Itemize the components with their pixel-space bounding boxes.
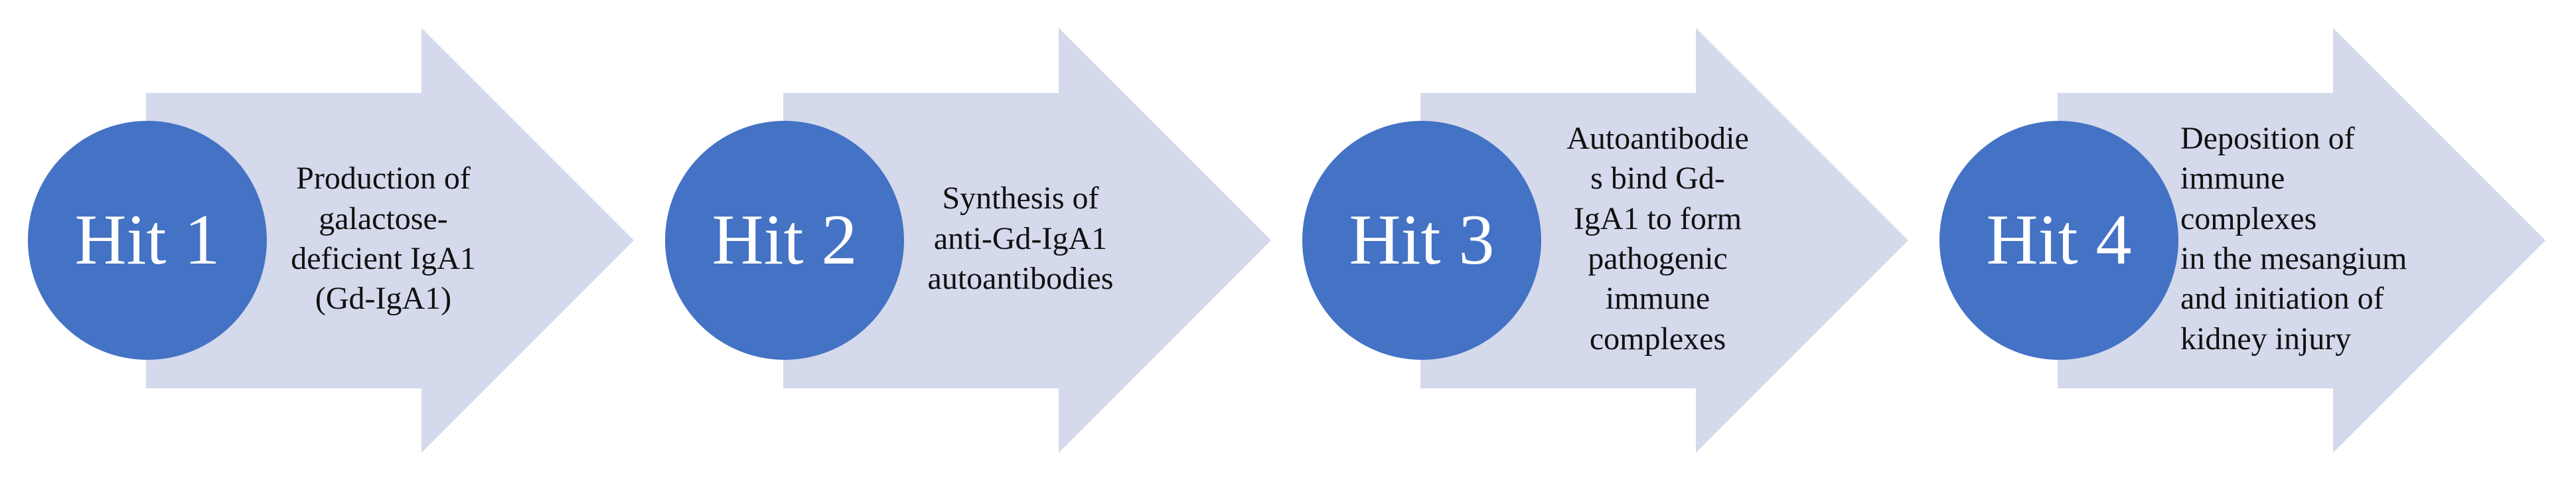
step-hit-1: Hit 1 Production of galactose- deficient… (0, 0, 637, 480)
hit-1-label: Hit 1 (74, 200, 220, 280)
hit-2-label: Hit 2 (712, 200, 858, 280)
hit-4-circle: Hit 4 (1939, 121, 2178, 360)
arrow-shape (146, 28, 634, 453)
hit-3-label: Hit 3 (1349, 200, 1495, 280)
step-hit-4: Hit 4 Deposition of immune complexes in … (1912, 0, 2549, 480)
hit-3-circle: Hit 3 (1302, 121, 1541, 360)
step-hit-2: Hit 2 Synthesis of anti-Gd-IgA1 autoanti… (637, 0, 1274, 480)
hit-3-description: Autoantibodie s bind Gd- IgA1 to form pa… (1566, 120, 1749, 357)
hit-2-circle: Hit 2 (665, 121, 904, 360)
arrow-shape (783, 28, 1271, 453)
arrow-shape (2058, 28, 2545, 453)
arrow-shape (1420, 28, 1908, 453)
hit-4-description: Deposition of immune complexes in the me… (2180, 120, 2407, 357)
hit-1-description: Production of galactose- deficient IgA1 … (291, 161, 476, 317)
hit-4-label: Hit 4 (1986, 200, 2132, 280)
step-hit-3: Hit 3 Autoantibodie s bind Gd- IgA1 to f… (1274, 0, 1912, 480)
hit-2-description: Synthesis of anti-Gd-IgA1 autoantibodies (927, 181, 1114, 297)
hit-1-circle: Hit 1 (28, 121, 267, 360)
